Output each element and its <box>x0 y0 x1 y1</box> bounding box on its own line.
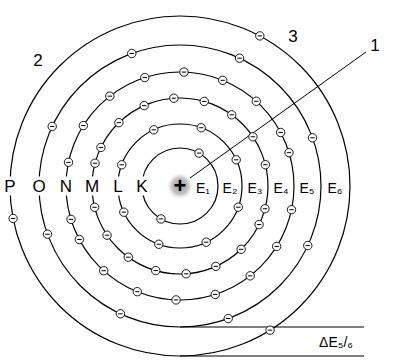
electron <box>43 230 51 238</box>
electron-shell <box>39 45 321 327</box>
electron <box>180 68 188 76</box>
electron <box>140 101 148 109</box>
electron <box>118 161 126 169</box>
electron <box>246 272 254 280</box>
energy-label: E₂ <box>222 180 239 196</box>
energy-label: E₅ <box>299 180 316 196</box>
electron <box>211 290 219 298</box>
electron <box>261 205 269 213</box>
energy-difference: ΔE₅/₆ <box>318 334 354 350</box>
electron <box>100 267 108 275</box>
electron <box>90 203 98 211</box>
electron <box>182 270 190 278</box>
callout-number: 2 <box>32 51 43 70</box>
electron <box>212 262 220 270</box>
electron <box>128 49 136 57</box>
electron <box>219 76 227 84</box>
electron <box>272 242 280 250</box>
electron <box>172 296 180 304</box>
electron-shell <box>142 148 218 224</box>
electron <box>97 143 105 151</box>
electron <box>64 158 72 166</box>
electron <box>224 314 232 322</box>
electron <box>249 133 257 141</box>
electron <box>255 220 263 228</box>
electron-shell <box>10 16 350 356</box>
electron <box>228 111 236 119</box>
electron <box>287 206 295 214</box>
electron <box>232 156 240 164</box>
electron <box>285 148 293 156</box>
electrons <box>9 32 317 335</box>
electron <box>197 124 205 132</box>
electron <box>235 54 243 62</box>
electron <box>103 231 111 239</box>
electron <box>157 215 165 223</box>
energy-label: E₆ <box>327 180 344 196</box>
electron <box>256 32 264 40</box>
electron <box>261 161 269 169</box>
electron <box>67 215 75 223</box>
shell-letter: M <box>84 177 100 196</box>
electron-shell <box>118 124 242 248</box>
electron <box>252 97 260 105</box>
energy-label: E₁ <box>195 180 211 196</box>
electron <box>48 122 56 130</box>
electron <box>304 241 312 249</box>
callout-number: 1 <box>369 36 380 55</box>
electron <box>308 134 316 142</box>
electron <box>237 245 245 253</box>
electron-shell <box>92 98 268 274</box>
electron <box>79 121 87 129</box>
electron <box>234 203 242 211</box>
shell-letter: N <box>59 177 73 196</box>
electron <box>150 126 158 134</box>
electron <box>115 118 123 126</box>
energy-label: E₄ <box>272 180 289 196</box>
electron <box>195 149 203 157</box>
electron <box>276 128 284 136</box>
electron <box>200 97 208 105</box>
level-line <box>180 356 364 357</box>
electron <box>133 287 141 295</box>
shell-letter: P <box>3 177 16 196</box>
electron <box>155 240 163 248</box>
shell-letter: O <box>31 177 46 196</box>
nucleus <box>166 172 194 200</box>
shells <box>10 16 350 356</box>
shell-letter: K <box>135 177 148 196</box>
leader-line <box>190 52 366 178</box>
energy-label: E₃ <box>246 180 263 196</box>
electron <box>106 92 114 100</box>
electron <box>91 159 99 167</box>
electron <box>152 266 160 274</box>
electron <box>266 326 274 334</box>
electron <box>9 214 17 222</box>
nucleus-sign: + <box>173 174 188 198</box>
electron <box>141 73 149 81</box>
callout-number: 3 <box>287 27 298 46</box>
electron <box>124 253 132 261</box>
electron <box>202 238 210 246</box>
electron <box>170 94 178 102</box>
electron-shell <box>66 72 294 300</box>
shell-letter: L <box>112 177 123 196</box>
electron <box>75 235 83 243</box>
electron <box>120 208 128 216</box>
electron <box>116 310 124 318</box>
